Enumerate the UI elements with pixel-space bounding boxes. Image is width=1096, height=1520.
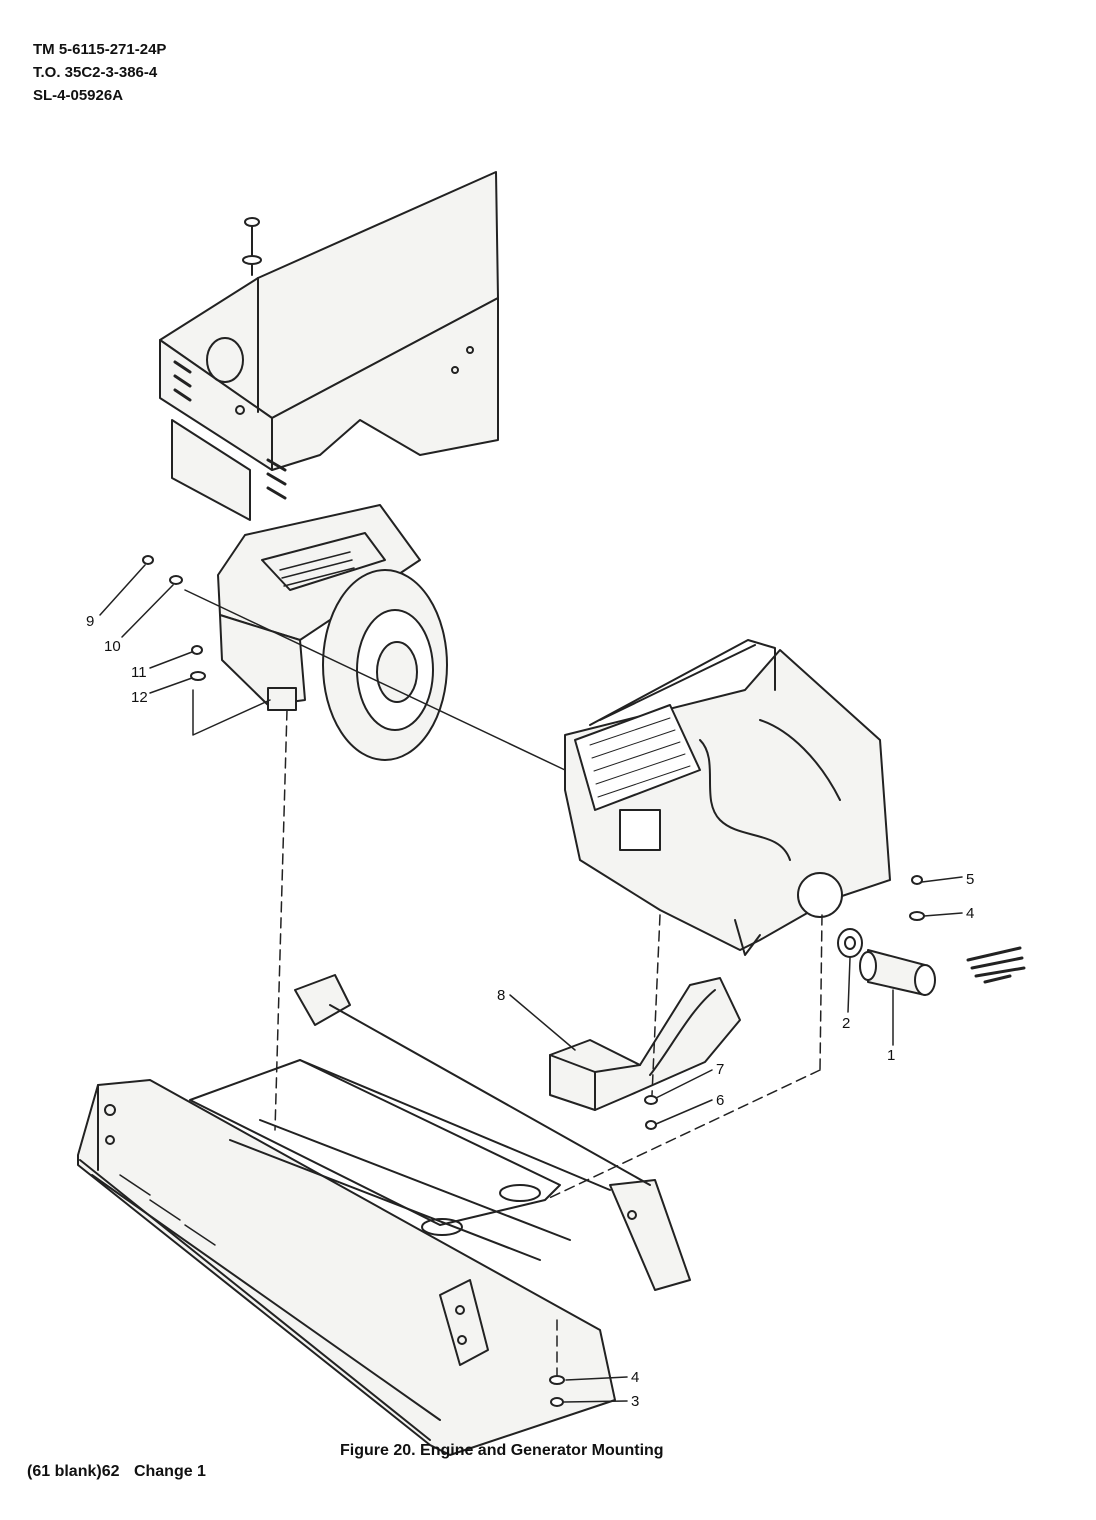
callout-numbers: 9 10 11 12 5 4 2 1 8 7 6 4 3 (86, 613, 974, 1410)
generator (217, 504, 448, 761)
housing-bolt (242, 217, 262, 276)
engine-support-bracket (549, 977, 741, 1111)
document-header: TM 5-6115-271-24P T.O. 35C2-3-386-4 SL-4… (33, 38, 166, 107)
page-footer: (61 blank)62 Change 1 (27, 1463, 206, 1481)
callout-3: 3 (631, 1393, 639, 1410)
leader-lines (99, 564, 963, 1403)
callout-11: 11 (131, 664, 147, 681)
callout-1: 1 (887, 1047, 895, 1064)
skid-base-frame (77, 974, 691, 1456)
callout-12: 12 (131, 689, 148, 706)
pointing-hand-icon (966, 946, 1026, 984)
sl-number: SL-4-05926A (33, 87, 124, 104)
callout-4-lower: 4 (631, 1369, 639, 1386)
page-number: (61 blank)62 (27, 1463, 120, 1480)
alignment-lines (184, 589, 823, 1376)
callout-8: 8 (497, 987, 505, 1004)
callout-7: 7 (716, 1061, 724, 1078)
callout-5: 5 (966, 871, 974, 888)
tm-number: TM 5-6115-271-24P (33, 41, 167, 58)
engine (564, 639, 891, 956)
to-number: T.O. 35C2-3-386-4 (33, 64, 158, 81)
callout-2: 2 (842, 1015, 850, 1032)
hardware-items (142, 555, 936, 1407)
generator-housing-cover (159, 171, 499, 521)
figure-caption: Figure 20. Engine and Generator Mounting (340, 1442, 664, 1459)
change-number: Change 1 (133, 1463, 206, 1480)
callout-9: 9 (86, 613, 94, 630)
callout-4-upper: 4 (966, 905, 974, 922)
callout-10: 10 (104, 638, 121, 655)
callout-6: 6 (716, 1092, 724, 1109)
